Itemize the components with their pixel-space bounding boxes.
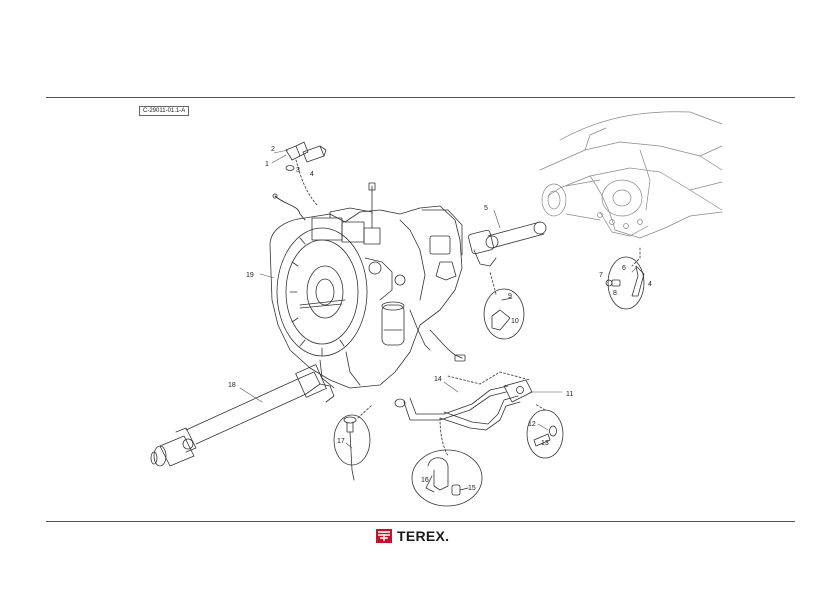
propeller-shaft (150, 364, 335, 467)
callout-15: 15 (468, 485, 476, 492)
callout-18: 18 (228, 382, 236, 389)
callout-16: 16 (421, 477, 429, 484)
terex-logo-icon (376, 529, 392, 543)
callout-1: 1 (265, 161, 269, 168)
callout-labels: 1 2 3 4 5 6 7 8 4 9 10 11 12 13 14 15 16… (228, 146, 652, 492)
callout-4-axle: 4 (648, 281, 652, 288)
callout-5: 5 (484, 205, 488, 212)
callout-3: 3 (296, 167, 300, 174)
callout-7: 7 (599, 272, 603, 279)
callout-9: 9 (508, 293, 512, 300)
callout-19: 19 (246, 272, 254, 279)
oil-pipe (394, 371, 533, 457)
top-divider (46, 97, 795, 98)
clamp-group (411, 449, 483, 507)
leader-lines (239, 149, 637, 449)
fitting-group-axle (605, 247, 645, 310)
drawing-reference-code: C-29011-01.1-A (139, 106, 190, 116)
bolt-washer-group (526, 403, 564, 459)
callout-12: 12 (528, 421, 536, 428)
callout-11: 11 (566, 391, 573, 398)
bottom-divider (46, 521, 795, 522)
transmission-assembly (269, 182, 466, 389)
fitting-group-top (285, 141, 327, 207)
callout-10: 10 (511, 318, 519, 325)
callout-14: 14 (434, 376, 442, 383)
bracket-group (483, 271, 525, 340)
axle-housing (539, 111, 723, 239)
terex-logo: TEREX. (376, 528, 449, 544)
callout-17: 17 (337, 438, 345, 445)
callout-8: 8 (613, 290, 617, 297)
dipstick-group (333, 404, 373, 481)
callout-2: 2 (271, 146, 275, 153)
callout-4: 4 (310, 171, 314, 178)
coupling-shaft (468, 221, 547, 267)
callout-6: 6 (622, 265, 626, 272)
brand-name: TEREX. (397, 528, 450, 544)
callout-13: 13 (541, 440, 549, 447)
